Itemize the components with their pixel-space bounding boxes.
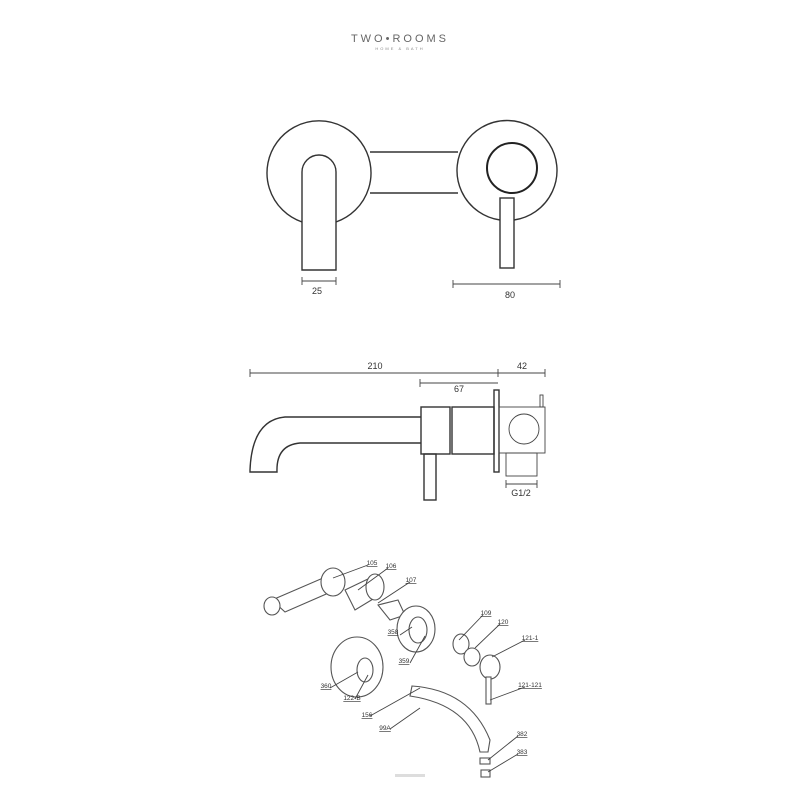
brand-logo: TWO•ROOMS HOME & BATH xyxy=(351,33,449,51)
logo-tagline: HOME & BATH xyxy=(375,46,424,51)
valve-pin xyxy=(539,394,544,408)
svg-text:80: 80 xyxy=(505,290,515,300)
dim-67: 67 xyxy=(419,379,498,394)
label-358: 358 xyxy=(388,629,399,636)
svg-text:25: 25 xyxy=(312,286,322,296)
part-382 xyxy=(479,757,491,765)
dim-25: 25 xyxy=(301,277,337,296)
part-121-1 xyxy=(479,654,501,680)
part-156-spout xyxy=(409,685,491,753)
part-121-121 xyxy=(485,676,492,705)
svg-text:67: 67 xyxy=(454,384,464,394)
dim-210: 210 xyxy=(249,361,499,377)
part-109 xyxy=(452,633,470,655)
mixer-wall-plate xyxy=(456,119,558,221)
label-156: 156 xyxy=(362,712,373,719)
label-109: 109 xyxy=(481,610,492,617)
label-383: 383 xyxy=(517,749,528,756)
dim-g1-2: G1/2 xyxy=(505,480,538,498)
side-view: 210 67 42 G1/2 xyxy=(249,361,546,501)
exploded-view: 105 106 107 109 120 121-1 121-121 358 35… xyxy=(263,560,542,778)
valve-outlet xyxy=(508,413,540,445)
dim-42: 42 xyxy=(498,361,546,377)
inlet-connector xyxy=(505,452,538,477)
part-383 xyxy=(480,769,491,778)
mixer-handle-hub xyxy=(486,142,538,194)
part-105 xyxy=(320,567,346,597)
svg-text:42: 42 xyxy=(517,361,527,371)
leader-lines xyxy=(329,564,526,773)
label-359: 359 xyxy=(399,658,410,665)
label-99a: 99A xyxy=(379,725,391,732)
svg-text:210: 210 xyxy=(367,361,382,371)
label-120: 120 xyxy=(498,619,509,626)
label-107: 107 xyxy=(406,577,417,584)
label-382: 382 xyxy=(517,731,528,738)
label-360: 360 xyxy=(321,683,332,690)
dim-80: 80 xyxy=(452,280,561,300)
logo-name: TWO•ROOMS xyxy=(351,33,449,45)
mixer-lever xyxy=(499,197,515,269)
wall-plate-side xyxy=(493,389,500,473)
spout-wall-plate xyxy=(266,120,372,223)
spout-front xyxy=(301,154,337,271)
spout-sleeve xyxy=(451,406,495,455)
label-121-121: 121-121 xyxy=(518,682,542,689)
label-105: 105 xyxy=(367,560,378,567)
cropped-part-edge xyxy=(395,774,425,777)
svg-text:G1/2: G1/2 xyxy=(511,488,531,498)
front-view: 25 80 xyxy=(266,119,561,300)
spout-body xyxy=(420,406,451,455)
label-121-1: 121-1 xyxy=(522,635,539,642)
lever-side xyxy=(423,453,437,501)
label-122-b: 122-B xyxy=(343,695,360,702)
label-106: 106 xyxy=(386,563,397,570)
part-120 xyxy=(463,647,481,667)
spout-side xyxy=(249,416,421,473)
